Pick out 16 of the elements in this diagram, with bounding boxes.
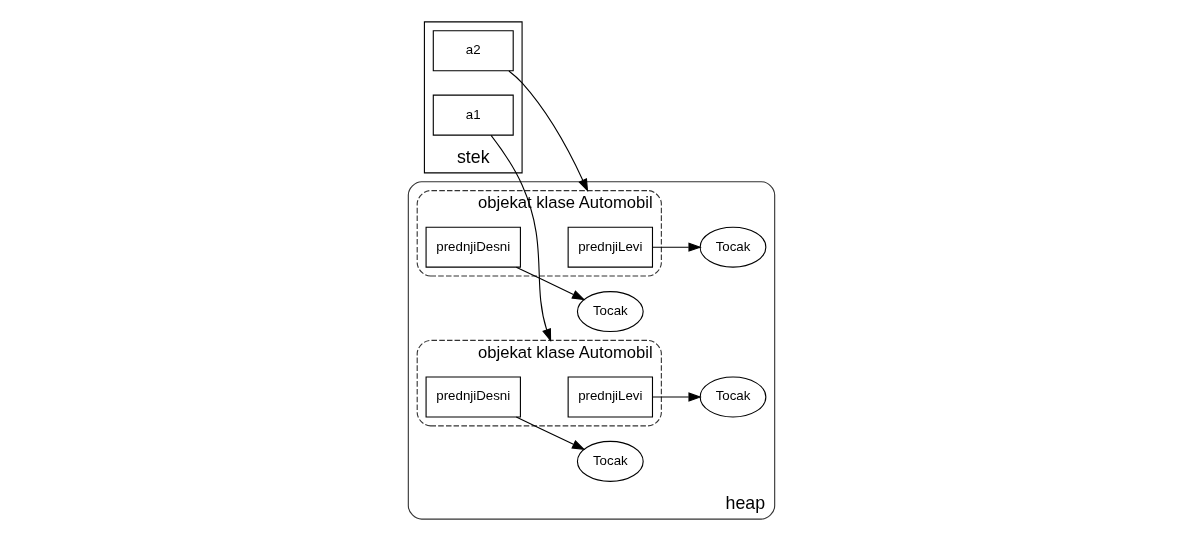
node-box: a1 [432,94,514,136]
node-box: prednjiDesni [425,376,521,418]
arrow [652,392,702,402]
arrow [508,70,589,193]
node-box: prednjiLevi [567,226,654,268]
node-box: a2 [432,30,514,72]
node-box: prednjiDesni [425,226,521,268]
node-ellipse: Tocak [576,440,644,482]
arrow [515,266,586,301]
node-ellipse: Tocak [699,376,767,418]
arrow [652,242,702,252]
arrow [490,134,552,342]
node-box: prednjiLevi [567,376,654,418]
node-ellipse: Tocak [576,291,644,333]
node-ellipse: Tocak [699,226,767,268]
arrow [515,416,586,450]
